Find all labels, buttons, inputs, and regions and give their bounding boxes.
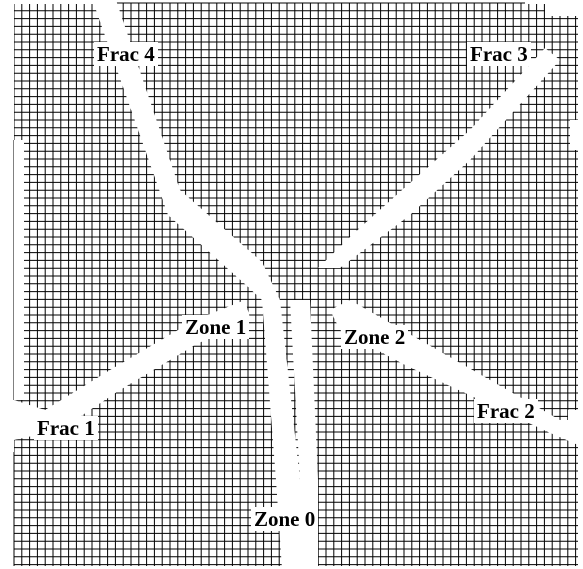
right-edge-gap-upper xyxy=(570,120,583,150)
left-edge-gap-frac1 xyxy=(0,400,14,452)
frac-3-label: Frac 3 xyxy=(467,42,531,66)
top-right-corner-gap xyxy=(545,0,583,16)
zone-0-label: Zone 0 xyxy=(251,507,319,531)
left-edge-gap-top xyxy=(0,0,14,140)
frac-1-label: Frac 1 xyxy=(34,416,98,440)
zone-0-channel-right xyxy=(290,300,318,569)
frac-2-label: Frac 2 xyxy=(474,399,538,423)
zone-1-label: Zone 1 xyxy=(182,315,250,339)
top-edge-gap-left xyxy=(0,0,115,4)
zone-2-label: Zone 2 xyxy=(341,325,409,349)
left-edge-channel xyxy=(14,140,24,400)
frac-4-label: Frac 4 xyxy=(94,42,158,66)
frac-2-channel xyxy=(330,300,578,445)
frac-3-channel xyxy=(318,48,560,268)
frac-4-channel xyxy=(96,0,280,300)
zone-0-channel xyxy=(262,300,300,569)
